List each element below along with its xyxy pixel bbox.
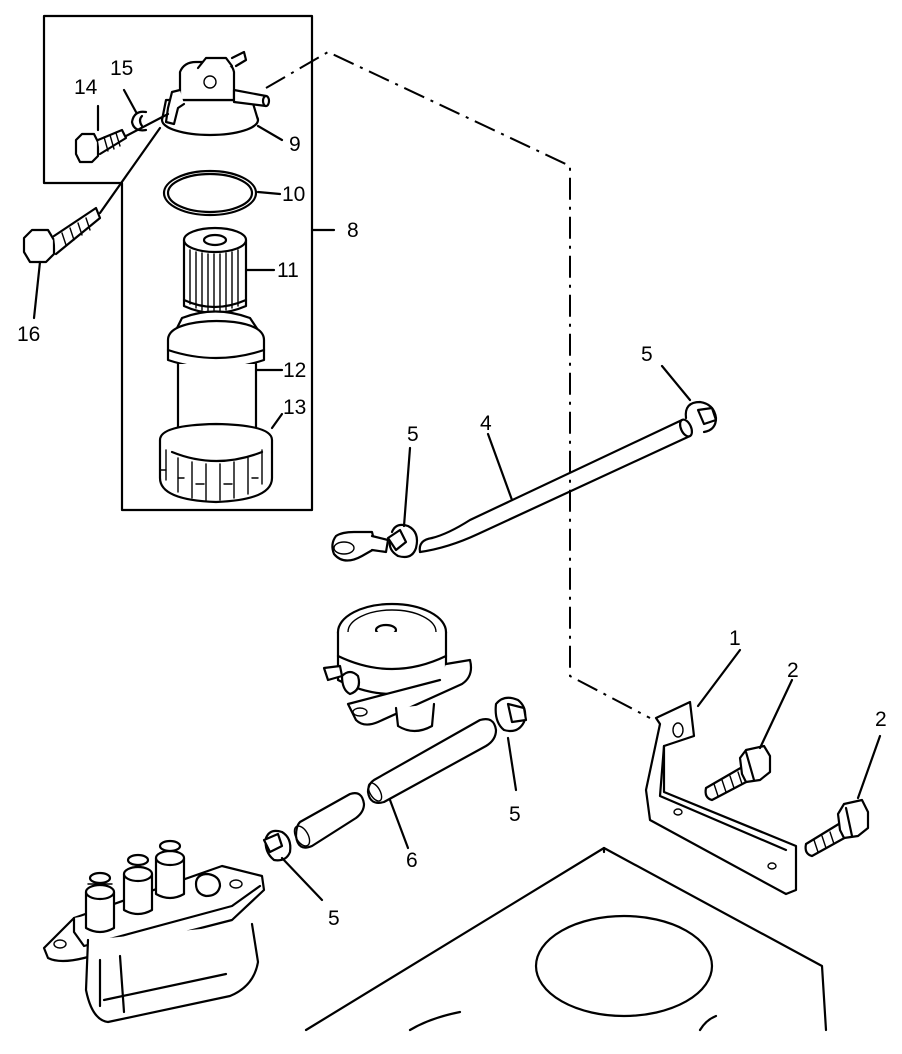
mounting-centerline [265, 50, 651, 719]
callout-16: 16 [17, 323, 40, 346]
callout-5-clamp-right: 5 [509, 803, 521, 826]
callout-1: 1 [729, 627, 741, 650]
filter-bowl [166, 310, 266, 441]
filter-assembly-frame [42, 14, 314, 512]
bolt-14-leader [124, 112, 170, 138]
bolt-16-leader [98, 126, 162, 215]
banjo-fitting [331, 530, 390, 562]
filter-head [160, 50, 271, 137]
bracket-bolt-upper [704, 744, 772, 802]
hose-clamp-lower-left [262, 829, 292, 862]
fuel-feed-pump [322, 602, 473, 733]
callout-14: 14 [74, 76, 98, 99]
callout-11: 11 [277, 259, 299, 282]
injection-pump [42, 839, 266, 1024]
bolt-16 [22, 206, 102, 264]
callout-5-clamp-left: 5 [328, 907, 340, 930]
bolt-14 [74, 128, 128, 164]
hose-clamp-upper-right [684, 400, 718, 434]
callout-4: 4 [480, 412, 492, 435]
callout-9: 9 [289, 133, 301, 156]
callout-12: 12 [283, 359, 306, 382]
filter-element [182, 226, 248, 315]
mounting-bracket [644, 700, 798, 896]
filter-gasket [162, 169, 258, 217]
callout-5-hose-left: 5 [407, 423, 419, 446]
engine-block-outline [304, 846, 828, 1032]
hose-clamp-upper-left [386, 523, 419, 559]
fuel-line-6 [293, 718, 498, 849]
fuel-line-4 [418, 418, 694, 554]
callout-6: 6 [406, 849, 418, 872]
callout-2-lower: 2 [875, 708, 887, 731]
callout-10: 10 [282, 183, 305, 206]
retaining-ring [158, 422, 274, 504]
callout-5-hose-right: 5 [641, 343, 653, 366]
callout-13: 13 [283, 396, 306, 419]
callout-2-upper: 2 [787, 659, 799, 682]
hose-clamp-lower-right [494, 696, 528, 733]
callout-8: 8 [347, 219, 359, 242]
leader-lines [32, 88, 882, 902]
bracket-bolt-lower [804, 798, 870, 858]
callout-15: 15 [110, 57, 133, 80]
lockwasher-15 [130, 110, 148, 132]
